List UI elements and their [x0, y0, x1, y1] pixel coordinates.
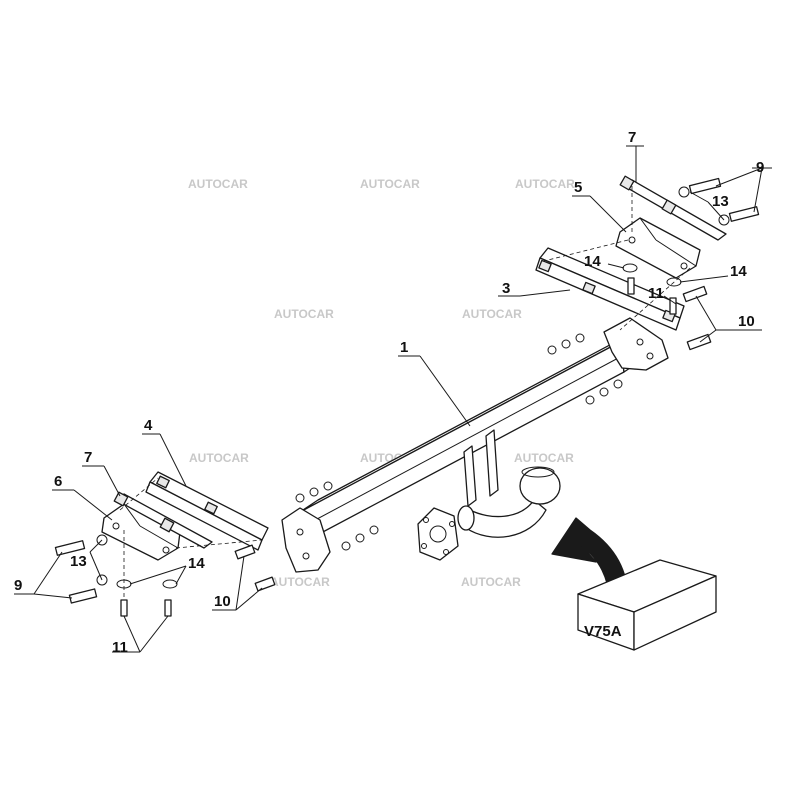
callout-label: 10	[738, 313, 755, 330]
fasteners	[54, 177, 760, 617]
callout-label: 13	[70, 553, 87, 570]
right-strap	[619, 175, 727, 241]
callout-label: 14	[584, 253, 601, 270]
left-strap	[113, 491, 213, 549]
watermark: AUTOCAR	[462, 307, 522, 321]
callout-labels: 1 3 4 5 6 7 7 9 9 10 10 11 11 13 13 14 1…	[14, 129, 764, 656]
callout-label: 3	[502, 280, 510, 297]
watermark: AUTOCAR	[189, 451, 249, 465]
callout-label: 7	[628, 129, 636, 146]
callout-label: 9	[756, 159, 764, 176]
package-box: V75A	[577, 559, 717, 651]
callout-label: 14	[188, 555, 205, 572]
callout-label: 14	[730, 263, 747, 280]
watermark: AUTOCAR	[514, 451, 574, 465]
watermark: AUTOCAR	[515, 177, 575, 191]
right-end-plate	[603, 317, 669, 371]
callout-label: 10	[214, 593, 231, 610]
leader-lines	[14, 145, 772, 653]
left-end-plate	[281, 507, 331, 573]
callout-label: 9	[14, 577, 22, 594]
watermark: AUTOCAR	[360, 177, 420, 191]
watermark: AUTOCAR	[270, 575, 330, 589]
watermark: AUTOCAR	[274, 307, 334, 321]
callout-label: 5	[574, 179, 582, 196]
watermark: AUTOCAR	[188, 177, 248, 191]
right-mounting-plate	[615, 217, 701, 279]
callout-label: 1	[400, 339, 408, 356]
callout-label: 11	[648, 285, 664, 302]
left-side-bracket	[145, 471, 269, 551]
right-side-bracket	[535, 247, 685, 331]
callout-label: 6	[54, 473, 62, 490]
tow-ball-mount	[417, 429, 561, 561]
callout-label: 13	[712, 193, 729, 210]
watermarks: AUTOCAR AUTOCAR AUTOCAR AUTOCAR AUTOCAR …	[188, 177, 575, 589]
assembly-guides	[119, 186, 691, 600]
callout-label: 7	[84, 449, 92, 466]
package-label: V75A	[584, 623, 622, 640]
watermark: AUTOCAR	[461, 575, 521, 589]
callout-label: 11	[112, 639, 128, 656]
callout-label: 4	[144, 417, 153, 434]
